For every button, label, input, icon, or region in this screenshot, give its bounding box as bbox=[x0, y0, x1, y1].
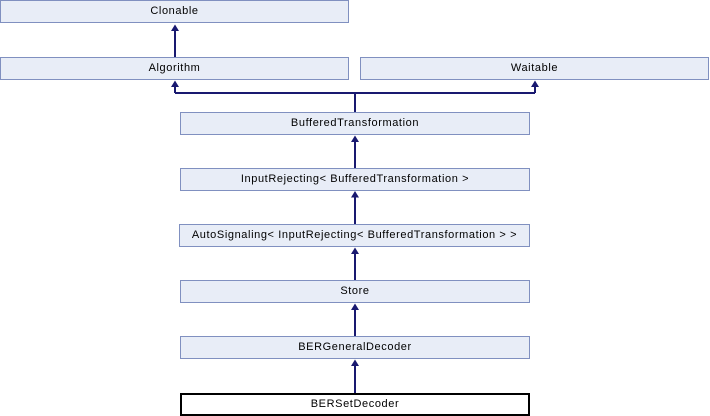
class-node-bufferedtransformation[interactable]: BufferedTransformation bbox=[180, 112, 530, 135]
arrow-autosignaling-to-inputrejecting bbox=[351, 191, 359, 224]
class-node-bersetdecoder-current: BERSetDecoder bbox=[180, 393, 530, 416]
arrow-bergeneraldecoder-to-store bbox=[351, 303, 359, 336]
arrow-bufferedtransformation-to-algorithm-and-waitable bbox=[171, 80, 539, 112]
arrow-bersetdecoder-to-bergeneraldecoder bbox=[351, 359, 359, 393]
class-node-inputrejecting[interactable]: InputRejecting< BufferedTransformation > bbox=[180, 168, 530, 191]
class-node-bergeneraldecoder[interactable]: BERGeneralDecoder bbox=[180, 336, 530, 359]
arrow-algorithm-to-clonable bbox=[171, 24, 179, 57]
class-node-store[interactable]: Store bbox=[180, 280, 530, 303]
class-node-clonable[interactable]: Clonable bbox=[0, 0, 349, 23]
class-node-autosignaling[interactable]: AutoSignaling< InputRejecting< BufferedT… bbox=[179, 224, 530, 247]
class-node-waitable[interactable]: Waitable bbox=[360, 57, 709, 80]
arrow-store-to-autosignaling bbox=[351, 247, 359, 280]
class-node-algorithm[interactable]: Algorithm bbox=[0, 57, 349, 80]
arrow-inputrejecting-to-bufferedtransformation bbox=[351, 135, 359, 168]
